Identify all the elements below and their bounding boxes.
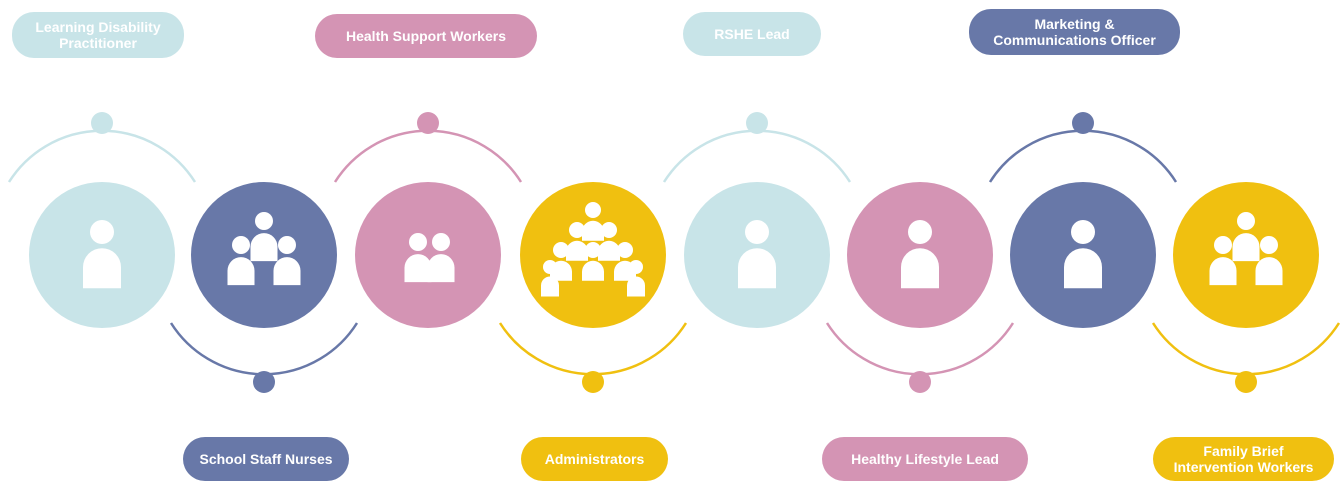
connector-dot [909, 371, 931, 393]
single-person-icon [901, 220, 939, 289]
role-label-health-support-workers: Health Support Workers [315, 14, 537, 58]
role-circle-rshe-lead [684, 182, 830, 328]
person-figure [627, 260, 645, 297]
person-figure [901, 220, 939, 289]
role-circle-healthy-lifestyle-lead [847, 182, 993, 328]
person-figure [250, 212, 278, 262]
single-person-icon [738, 220, 776, 289]
person-figure [227, 236, 255, 286]
bottom-connector-arc [825, 322, 1015, 376]
role-label-marketing-communications-officer: Marketing & Communications Officer [969, 9, 1180, 55]
person-figure [1209, 236, 1237, 286]
bottom-connector-arc [498, 322, 688, 376]
connector-dot [746, 112, 768, 134]
person-figure [427, 233, 455, 283]
group-of-three-icon [227, 212, 301, 286]
top-connector-arc [333, 129, 523, 183]
top-connector-arc [988, 129, 1178, 183]
role-circle-marketing-communications-officer [1010, 182, 1156, 328]
crowd-of-people-icon [541, 202, 645, 297]
role-label-rshe-lead: RSHE Lead [683, 12, 821, 56]
connector-dot [1072, 112, 1094, 134]
role-label-school-staff-nurses: School Staff Nurses [183, 437, 349, 481]
person-figure [582, 202, 604, 241]
person-figure [1232, 212, 1260, 262]
person-figure [1255, 236, 1283, 286]
role-label-learning-disability-practitioner: Learning Disability Practitioner [12, 12, 184, 58]
person-figure [83, 220, 121, 289]
pair-of-people-icon [404, 233, 455, 283]
connector-dot [582, 371, 604, 393]
role-label-family-brief-intervention-workers: Family Brief Intervention Workers [1153, 437, 1334, 481]
role-circle-administrators [520, 182, 666, 328]
person-figure [541, 260, 559, 297]
single-person-icon [83, 220, 121, 289]
person-figure [273, 236, 301, 286]
connector-dot [1235, 371, 1257, 393]
person-figure [598, 222, 620, 261]
person-figure [738, 220, 776, 289]
role-circle-family-brief-intervention-workers [1173, 182, 1319, 328]
connector-dot [91, 112, 113, 134]
bottom-connector-arc [169, 322, 359, 376]
person-figure [1064, 220, 1102, 289]
top-connector-arc [662, 129, 852, 183]
role-circle-learning-disability-practitioner [29, 182, 175, 328]
role-label-healthy-lifestyle-lead: Healthy Lifestyle Lead [822, 437, 1028, 481]
connector-dot [253, 371, 275, 393]
bottom-connector-arc [1151, 322, 1341, 376]
role-circle-school-staff-nurses [191, 182, 337, 328]
group-of-three-icon [1209, 212, 1283, 286]
top-connector-arc [7, 129, 197, 183]
person-figure [582, 242, 604, 281]
single-person-icon [1064, 220, 1102, 289]
connector-dot [417, 112, 439, 134]
role-label-administrators: Administrators [521, 437, 668, 481]
role-circle-health-support-workers [355, 182, 501, 328]
person-figure [404, 233, 432, 283]
person-figure [566, 222, 588, 261]
